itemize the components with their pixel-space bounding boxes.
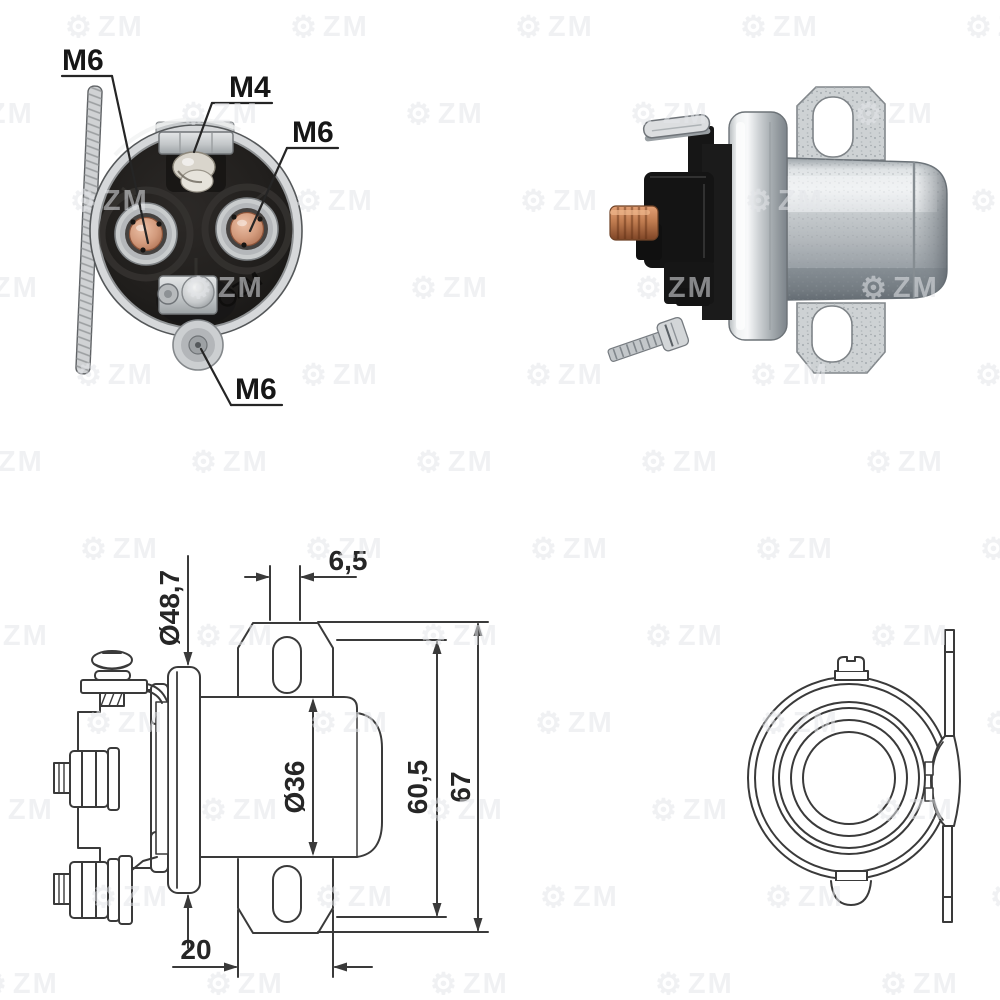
- watermark-zm: ⚙ZM: [0, 446, 44, 478]
- dim-label-overall-height: 67: [445, 771, 476, 802]
- mount-bracket-top-ear: [796, 86, 886, 161]
- label-screw-top: M4: [229, 71, 271, 104]
- bracket-top-tab: [237, 622, 334, 697]
- watermark-zm: ⚙ZM: [880, 968, 959, 1000]
- upper-stud-outline: [53, 747, 120, 811]
- watermark-zm: ⚙ZM: [975, 358, 1000, 393]
- watermark-zm: ⚙ZM: [755, 533, 834, 566]
- dim-label-slot-width: 6,5: [329, 545, 368, 576]
- watermark-zm: ⚙ZM: [405, 98, 484, 131]
- side-dimension-drawing: Ø48,7 6,5 Ø36 60,5 67 20: [53, 545, 489, 978]
- bracket-bottom-tab: [237, 858, 334, 934]
- watermark-zm: ⚙ZM: [190, 446, 269, 479]
- gear-icon: ⚙: [990, 880, 1000, 915]
- gear-icon: ⚙: [645, 620, 672, 653]
- gear-icon: ⚙: [0, 793, 2, 828]
- solenoid-cylinder: [786, 157, 948, 301]
- watermark-zm: ⚙ZM: [650, 794, 729, 827]
- gear-icon: ⚙: [655, 968, 682, 1000]
- gear-icon: ⚙: [865, 446, 892, 479]
- watermark-zm: ⚙ZM: [655, 968, 734, 1000]
- body-outline: [199, 696, 383, 858]
- gear-icon: ⚙: [410, 272, 437, 305]
- watermark-zm: ⚙ZM: [520, 185, 599, 218]
- gear-icon: ⚙: [640, 446, 667, 479]
- watermark-zm: ⚙ZM: [740, 11, 819, 44]
- dim-slot-width: [244, 565, 357, 621]
- dim-flange-diameter: [183, 555, 193, 949]
- dim-body-diameter: [308, 698, 318, 856]
- watermark-zm: ⚙ZM: [980, 532, 1000, 567]
- gear-icon: ⚙: [965, 11, 992, 44]
- front-view-photo: ZM M6 M4 M6 M6: [60, 44, 340, 407]
- dim-bracket-width: [172, 909, 373, 978]
- dim-label-bracket-width: 20: [180, 934, 211, 965]
- label-terminal-right: M6: [292, 116, 334, 149]
- mounting-screw: [607, 316, 690, 362]
- gear-icon: ⚙: [880, 968, 907, 1000]
- watermark-zm: ⚙ZM: [640, 446, 719, 479]
- dim-slot-span: [336, 639, 447, 918]
- callouts: [60, 74, 340, 407]
- m6-bottom-assembly: [157, 275, 224, 371]
- gear-icon: ⚙: [975, 359, 1000, 392]
- gear-icon: ⚙: [515, 11, 542, 44]
- gear-icon: ⚙: [530, 533, 557, 566]
- flange-outline: [150, 666, 201, 894]
- watermark-zm: ⚙ZM: [530, 533, 609, 566]
- side-view-photo: [607, 86, 948, 374]
- watermark-zm: ⚙ZM: [990, 880, 1000, 915]
- plastic-cap: [636, 126, 732, 320]
- watermark-zm: ⚙ZM: [415, 446, 494, 479]
- mount-bracket-bottom-ear: [796, 302, 886, 374]
- label-terminal-left: M6: [62, 44, 104, 77]
- gear-icon: ⚙: [520, 185, 547, 218]
- spade-tab: [642, 113, 711, 142]
- copper-stud-terminal: [609, 205, 659, 241]
- gear-icon: ⚙: [740, 11, 767, 44]
- watermark-zm: ⚙ZM: [410, 272, 489, 305]
- watermark-zm: ⚙ZM: [540, 881, 619, 914]
- bottom-boss: [830, 870, 872, 906]
- dim-label-slot-span: 60,5: [402, 760, 433, 815]
- gear-icon: ⚙: [540, 881, 567, 914]
- gear-icon: ⚙: [535, 707, 562, 740]
- concentric-body: [747, 676, 951, 880]
- flange-ring: [728, 111, 788, 341]
- terminal-right: [215, 197, 279, 261]
- top-screw-profile: [834, 656, 869, 681]
- gear-icon: ⚙: [525, 359, 552, 392]
- spade-terminal-strip: [75, 85, 103, 375]
- top-screw-outline: [80, 650, 168, 707]
- m4-screw-assembly: [158, 131, 234, 193]
- dim-label-body-diameter: Ø36: [279, 761, 310, 814]
- watermark-zm: ⚙ZM: [865, 446, 944, 479]
- gear-icon: ⚙: [405, 98, 432, 131]
- watermark-zm: ⚙ZM: [515, 11, 594, 44]
- dim-overall-height: [317, 621, 489, 933]
- gear-icon: ⚙: [0, 967, 7, 1000]
- label-terminal-bottom: M6: [235, 373, 277, 406]
- gear-icon: ⚙: [415, 446, 442, 479]
- rear-view-drawing: [747, 629, 961, 923]
- watermark-zm: ⚙ZM: [970, 184, 1000, 219]
- gear-icon: ⚙: [970, 185, 997, 218]
- gear-icon: ⚙: [190, 446, 217, 479]
- gear-icon: ⚙: [980, 533, 1000, 566]
- watermark-zm: ⚙ZM: [535, 707, 614, 740]
- gear-icon: ⚙: [650, 794, 677, 827]
- side-bracket-profile: [924, 629, 961, 923]
- watermark-zm: ⚙ZM: [985, 706, 1000, 741]
- gear-icon: ⚙: [985, 707, 1000, 740]
- watermark-zm: ⚙ZM: [645, 620, 724, 653]
- lower-stud-outline: [53, 855, 158, 925]
- gear-icon: ⚙: [755, 533, 782, 566]
- dim-label-flange-diameter: Ø48,7: [154, 570, 185, 646]
- watermark-zm: ⚙ZM: [965, 10, 1000, 45]
